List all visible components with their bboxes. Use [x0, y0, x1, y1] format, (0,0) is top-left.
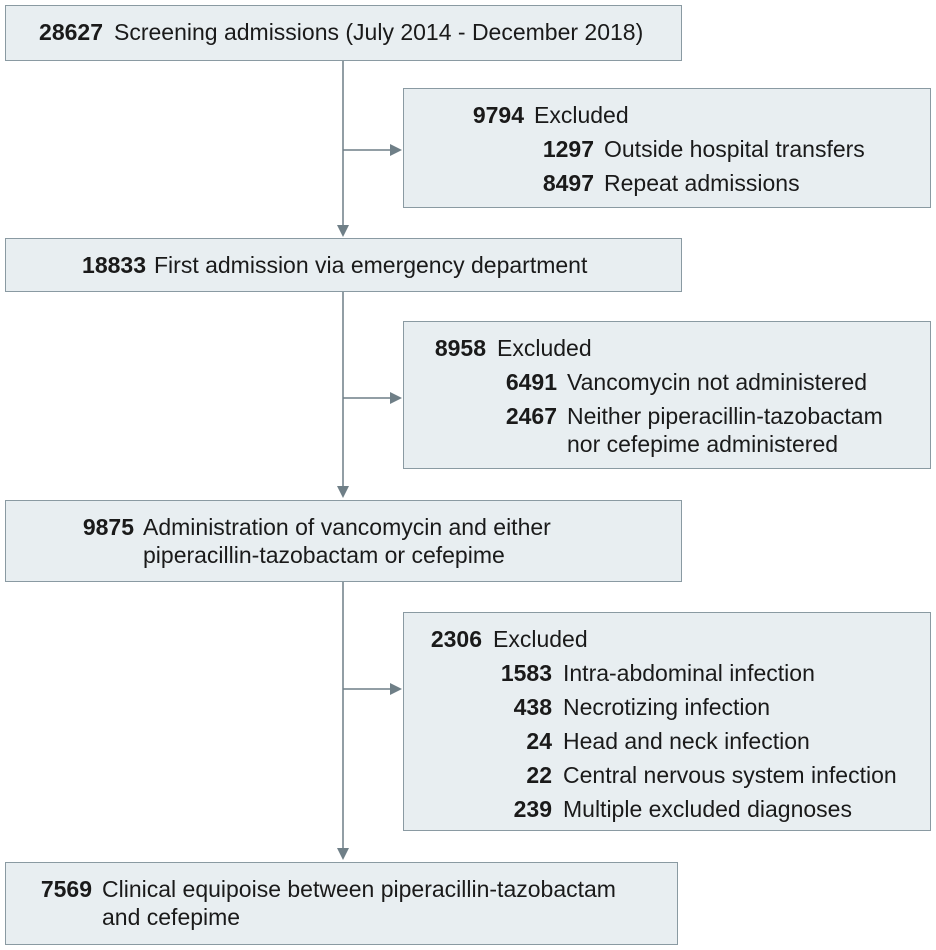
excluded-1-item-label: Repeat admissions [604, 170, 800, 196]
excluded-3-item-count: 239 [513, 796, 552, 822]
first-admission-count: 18833 [82, 252, 146, 278]
excluded-box-1: 9794 Excluded 1297 Outside hospital tran… [403, 88, 931, 208]
excluded-2-item-label: Vancomycin not administered [567, 369, 867, 395]
screening-label: Screening admissions (July 2014 - Decemb… [114, 19, 644, 45]
excluded-2-count: 8958 [434, 335, 486, 361]
excluded-1-label: Excluded [534, 102, 629, 128]
excluded-3-item-label: Multiple excluded diagnoses [563, 796, 852, 822]
excluded-3-item-count: 1583 [500, 660, 552, 686]
excluded-1-item-count: 1297 [542, 136, 594, 162]
excluded-3-item-label: Intra-abdominal infection [563, 660, 815, 686]
excluded-box-3: 2306 Excluded 1583 Intra-abdominal infec… [403, 612, 931, 831]
equipoise-count: 7569 [40, 876, 92, 902]
excluded-3-count: 2306 [430, 626, 482, 652]
administration-box: 9875 Administration of vancomycin and ei… [5, 500, 682, 582]
excluded-2-item-count: 6491 [505, 369, 557, 395]
excluded-3-item-label: Central nervous system infection [563, 762, 897, 788]
excluded-3-item-label: Head and neck infection [563, 728, 810, 754]
excluded-3-item-count: 438 [513, 694, 552, 720]
excluded-1-item-count: 8497 [542, 170, 594, 196]
excluded-3-item-label: Necrotizing infection [563, 694, 771, 720]
equipoise-label: Clinical equipoise between piperacillin-… [102, 876, 616, 902]
screening-admissions-box: 28627 Screening admissions (July 2014 - … [5, 5, 682, 61]
excluded-3-item-count: 24 [526, 728, 552, 754]
administration-label-cont: piperacillin-tazobactam or cefepime [143, 542, 505, 568]
excluded-2-item-label-cont: nor cefepime administered [567, 431, 839, 457]
excluded-2-item-label: Neither piperacillin-tazobactam [567, 403, 883, 429]
administration-count: 9875 [82, 514, 134, 540]
administration-label: Administration of vancomycin and either [143, 514, 551, 540]
screening-count: 28627 [39, 19, 103, 45]
excluded-3-label: Excluded [493, 626, 588, 652]
excluded-2-item-count: 2467 [505, 403, 557, 429]
excluded-3-item-count: 22 [526, 762, 552, 788]
first-admission-box: 18833 First admission via emergency depa… [5, 238, 682, 292]
excluded-2-label: Excluded [497, 335, 592, 361]
first-admission-label: First admission via emergency department [154, 252, 588, 278]
excluded-1-item-label: Outside hospital transfers [604, 136, 865, 162]
excluded-1-count: 9794 [472, 102, 524, 128]
clinical-equipoise-box: 7569 Clinical equipoise between piperaci… [5, 862, 678, 945]
excluded-box-2: 8958 Excluded 6491 Vancomycin not admini… [403, 321, 931, 469]
equipoise-label-cont: and cefepime [102, 904, 241, 930]
